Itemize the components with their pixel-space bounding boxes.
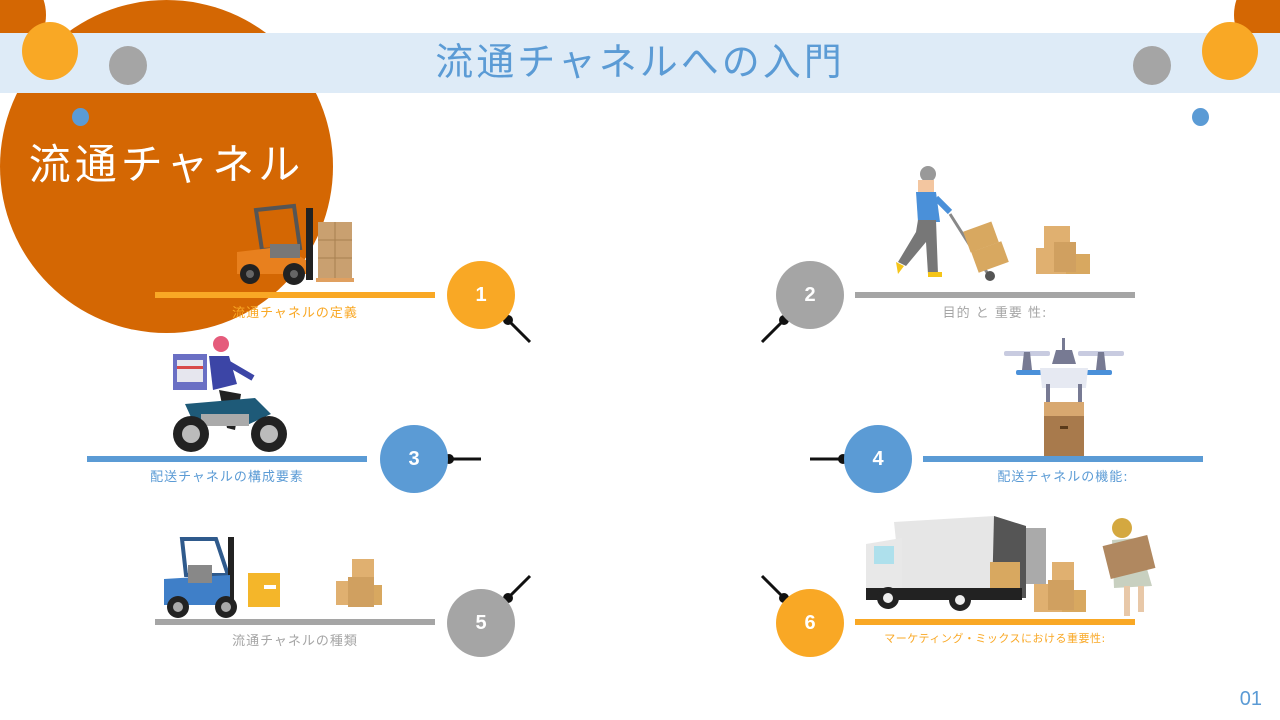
node-4-underline [923, 456, 1203, 462]
node-2-number: 2 [804, 283, 816, 306]
node-4-badge[interactable]: 4 [844, 425, 912, 493]
decor-circle-orange-left [22, 22, 78, 80]
node-3-badge[interactable]: 3 [380, 425, 448, 493]
node-6-badge[interactable]: 6 [776, 589, 844, 657]
node-6-caption: マーケティング・ミックスにおける重要性: [884, 632, 1106, 645]
node-6-underline [855, 619, 1135, 625]
delivery-motorcycle-icon [173, 336, 287, 452]
node-2-underline [855, 292, 1135, 298]
node-4-caption: 配送チャネルの機能: [997, 470, 1129, 485]
hub-label: 流通チャネル [28, 140, 305, 189]
decor-dot-blue-right [1192, 108, 1209, 126]
node-2-badge[interactable]: 2 [776, 261, 844, 329]
page-number: 01 [1239, 688, 1262, 710]
connector-2 [760, 318, 786, 344]
delivery-truck-icon [866, 516, 1156, 616]
decor-circle-gray-left [109, 46, 147, 85]
node-5-underline [155, 619, 435, 625]
orange-forklift-icon [237, 203, 354, 285]
node-1-underline [155, 292, 435, 298]
decor-dot-blue-left [72, 108, 89, 126]
title-band [0, 33, 1280, 93]
node-1-number: 1 [475, 283, 487, 306]
node-1-badge[interactable]: 1 [447, 261, 515, 329]
slide-title: 流通チャネルへの入門 [435, 40, 845, 84]
node-4-number: 4 [872, 447, 884, 470]
node-3-number: 3 [408, 447, 420, 470]
node-6-number: 6 [804, 611, 816, 634]
decor-circle-gray-right [1133, 46, 1171, 85]
connector-5 [506, 574, 532, 600]
connector-1 [506, 318, 532, 344]
node-5-badge[interactable]: 5 [447, 589, 515, 657]
node-1-caption: 流通チャネルの定義 [232, 306, 358, 321]
node-5-number: 5 [475, 611, 487, 634]
decor-circle-orange-right [1202, 22, 1258, 80]
blue-forklift-icon [164, 537, 382, 618]
node-5-caption: 流通チャネルの種類 [232, 634, 358, 649]
node-2-caption: 目的 と 重要 性: [942, 306, 1048, 321]
node-3-caption: 配送チャネルの構成要素 [150, 470, 304, 485]
delivery-drone-icon [1004, 338, 1124, 456]
hand-truck-worker-icon [896, 166, 1090, 281]
node-3-underline [87, 456, 367, 462]
connector-6 [760, 574, 786, 600]
